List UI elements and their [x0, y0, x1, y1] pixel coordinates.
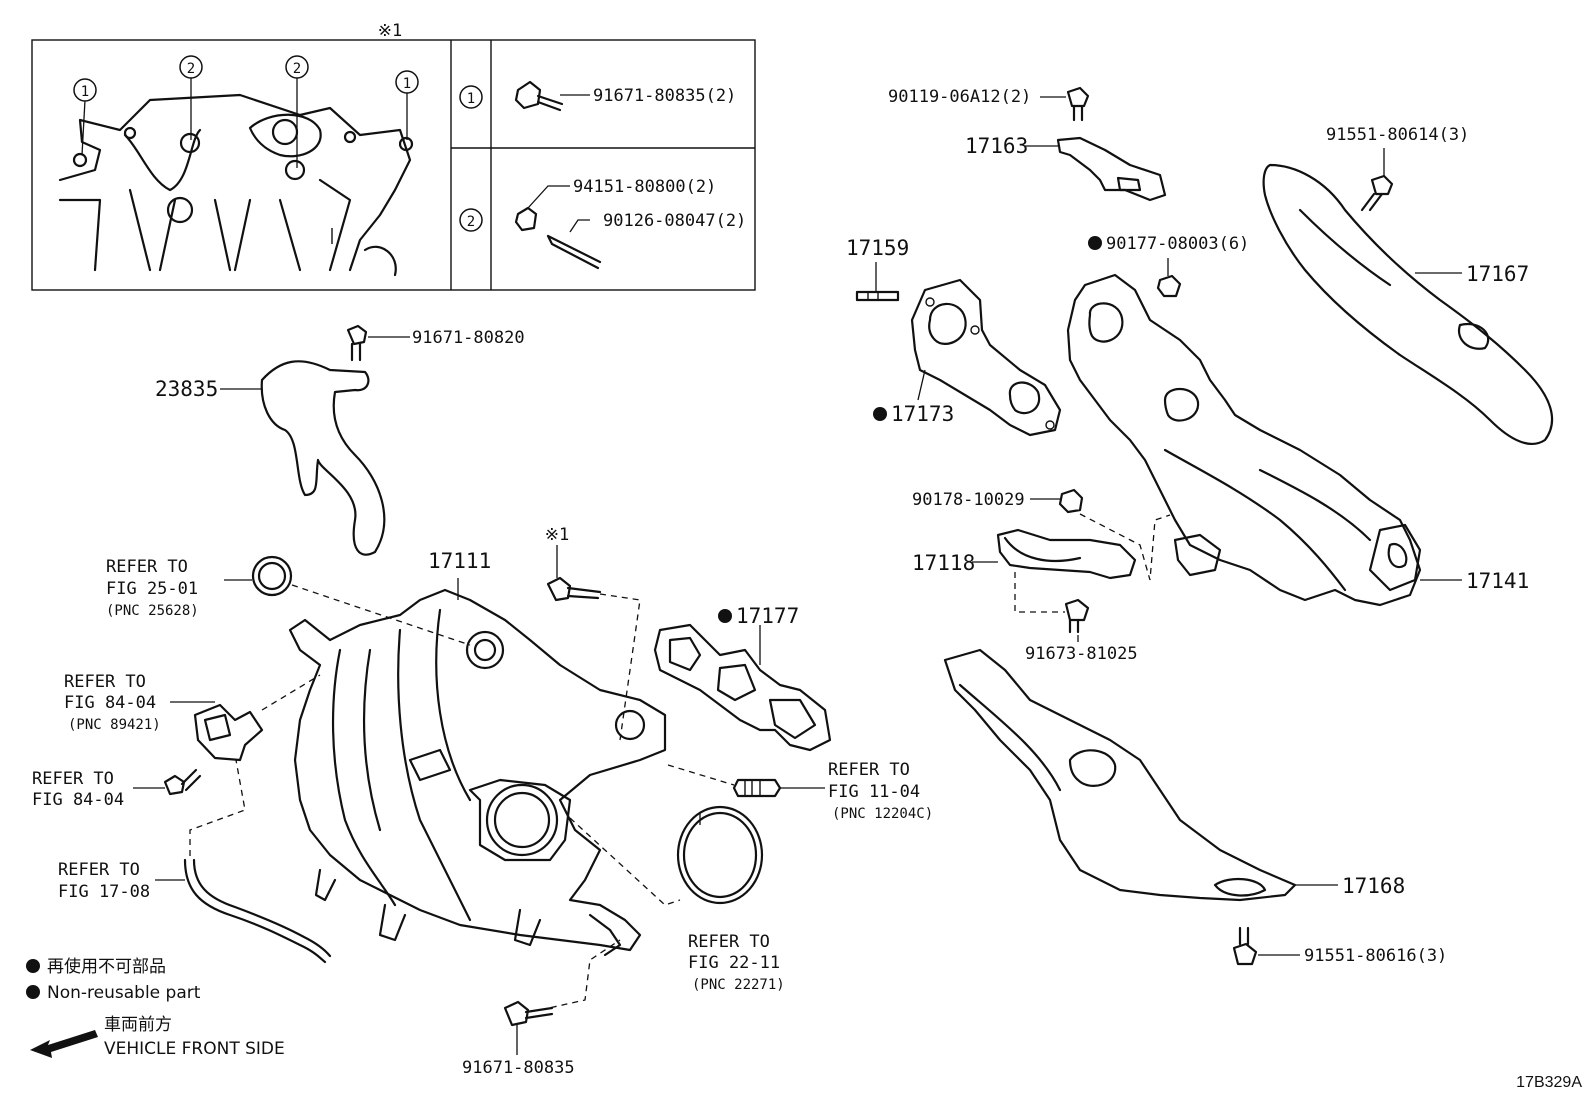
- exhaust-manifold-17141: 17141: [1066, 273, 1529, 607]
- label-17141: 17141: [1466, 569, 1529, 593]
- gasket-17173: 17173: [873, 278, 1062, 437]
- bolt-90119-06a12: 90119-06A12(2): [888, 86, 1090, 122]
- label-91551-80616: 91551-80616(3): [1304, 946, 1447, 966]
- label-17168: 17168: [1342, 874, 1405, 898]
- bolt-icon: [514, 80, 564, 112]
- ref-17-08-line2: FIG 17-08: [58, 882, 150, 902]
- legend-front-en: VEHICLE FRONT SIDE: [104, 1039, 285, 1059]
- ref-22-11-line3: (PNC 22271): [692, 977, 785, 993]
- label-17163: 17163: [965, 134, 1028, 158]
- legend-non-reusable-jp: 再使用不可部品: [47, 956, 166, 977]
- callout-1-left: 1: [81, 84, 89, 100]
- ref-84-04b-line1: REFER TO: [32, 769, 114, 789]
- heat-insulator-17168: 17168: [943, 648, 1405, 902]
- bolt-note-1: ※1: [545, 525, 641, 741]
- label-17159: 17159: [846, 236, 909, 260]
- ref-25-01-line3: (PNC 25628): [106, 603, 199, 619]
- label-17177: 17177: [736, 604, 799, 628]
- label-23835: 23835: [155, 377, 218, 401]
- label-17111: 17111: [428, 549, 491, 573]
- bolt-84-04: [133, 768, 202, 796]
- ref-11-04-line1: REFER TO: [828, 760, 910, 780]
- ref-84-04a-line3: (PNC 89421): [68, 717, 161, 733]
- callout-1-right: 1: [403, 76, 411, 92]
- sensor-89421: [170, 674, 321, 762]
- nut-90178-10029: 90178-10029: [912, 488, 1171, 581]
- label-17173: 17173: [891, 402, 954, 426]
- gasket-ring-22271: [569, 805, 764, 906]
- legend-part-91671-80835: 91671-80835(2): [593, 86, 736, 106]
- label-90178-10029: 90178-10029: [912, 490, 1025, 510]
- ref-11-04-line2: FIG 11-04: [828, 782, 920, 802]
- legend-non-reusable: 再使用不可部品 Non-reusable part: [26, 956, 201, 1003]
- callout-2-left: 2: [187, 61, 195, 77]
- front-arrow-icon: [30, 1030, 98, 1058]
- bolt-91671-80820: 91671-80820: [346, 324, 525, 362]
- svg-text:1: 1: [467, 91, 475, 107]
- bracket-23835: 23835: [155, 360, 386, 556]
- ref-84-04a-line1: REFER TO: [64, 672, 146, 692]
- inset-note-mark: ※1: [378, 21, 402, 41]
- bolt-91671-80835: 91671-80835: [462, 939, 621, 1078]
- ref-22-11-line1: REFER TO: [688, 932, 770, 952]
- label-91673-81025: 91673-81025: [1025, 644, 1138, 664]
- label-91671-80835: 91671-80835: [462, 1058, 575, 1078]
- gasket-17177: 17177: [653, 604, 832, 752]
- legend-key-2: [459, 208, 483, 232]
- ref-25-01-line2: FIG 25-01: [106, 579, 198, 599]
- ref-11-04-line3: (PNC 12204C): [832, 806, 933, 822]
- label-90177-08003: 90177-08003(6): [1106, 234, 1249, 254]
- label-17167: 17167: [1466, 262, 1529, 286]
- ref-22-11-line2: FIG 22-11: [688, 953, 780, 973]
- ref-17-08-line1: REFER TO: [58, 860, 140, 880]
- figure-code: 17B329A: [1516, 1074, 1582, 1091]
- svg-text:2: 2: [467, 214, 475, 230]
- inset-panel: ※1 1: [31, 21, 756, 291]
- label-17118: 17118: [912, 551, 975, 575]
- intake-manifold-17111: 17111: [288, 549, 667, 957]
- gasket-ring-25628: [224, 555, 471, 646]
- legend-non-reusable-en: Non-reusable part: [47, 983, 201, 1003]
- note-mark-bolt: ※1: [545, 525, 569, 545]
- bracket-17163: 17163: [965, 134, 1167, 202]
- manifold-flange-sketch: [58, 93, 414, 277]
- legend-part-90126-08047: 90126-08047(2): [603, 211, 746, 231]
- bolt-91551-80616: 91551-80616(3): [1232, 926, 1447, 966]
- bolt-91551-80614: 91551-80614(3): [1326, 125, 1469, 212]
- bullet-icon: [26, 985, 40, 999]
- label-91551-80614: 91551-80614(3): [1326, 125, 1469, 145]
- nut-icon: [514, 206, 538, 232]
- stud-icon: [546, 234, 602, 270]
- label-91671-80820: 91671-80820: [412, 328, 525, 348]
- nut-90177-08003: 90177-08003(6): [1088, 234, 1249, 298]
- legend-part-94151-80800: 94151-80800(2): [573, 177, 716, 197]
- bullet-icon: [26, 959, 40, 973]
- ref-84-04b-line2: FIG 84-04: [32, 790, 124, 810]
- heat-insulator-17167: 17167: [1262, 163, 1554, 445]
- ref-84-04a-line2: FIG 84-04: [64, 693, 156, 713]
- legend-front-jp: 車両前方: [104, 1015, 172, 1035]
- fitting-12204c: [667, 764, 825, 798]
- legend-key-1: [459, 85, 483, 109]
- bracket-17118: 17118: [912, 528, 1137, 613]
- ref-25-01-line1: REFER TO: [106, 557, 188, 577]
- callout-2-right: 2: [293, 61, 301, 77]
- inset-callouts: 1 2 2 1: [73, 55, 419, 168]
- hose-17-08: [155, 759, 332, 964]
- legend-front-side: 車両前方 VEHICLE FRONT SIDE: [30, 1015, 285, 1059]
- bolt-91673-81025: 91673-81025: [1025, 598, 1138, 664]
- stud-17159: 17159: [846, 236, 909, 302]
- label-90119-06a12: 90119-06A12(2): [888, 87, 1031, 107]
